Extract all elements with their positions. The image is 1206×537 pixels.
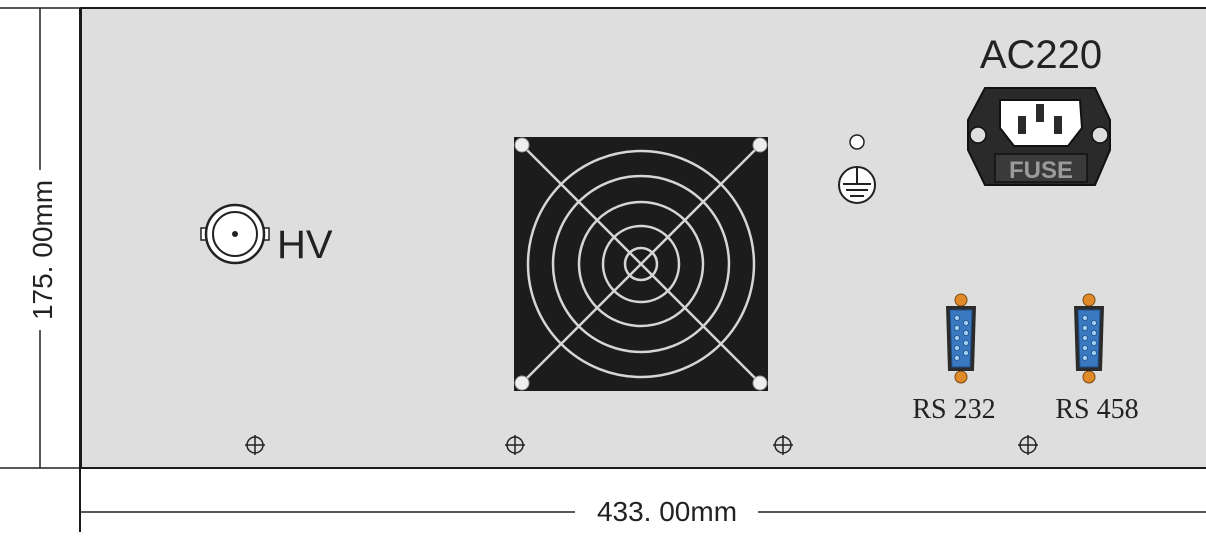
fuse-label: FUSE	[1009, 157, 1073, 184]
hv-bnc-connector	[200, 203, 270, 265]
rs458-label: RS 458	[1055, 394, 1138, 425]
ground-terminal	[849, 134, 865, 150]
mounting-screw-icon	[245, 435, 265, 455]
height-dimension-label: 175. 00mm	[27, 180, 58, 320]
ac220-label: AC220	[980, 33, 1102, 77]
db9-connector-rs232	[946, 293, 976, 384]
fan-screw-hole	[514, 137, 530, 153]
iec-power-inlet	[967, 87, 1111, 186]
hv-label: HV	[277, 223, 333, 267]
height-dimension: 175. 00mm	[0, 7, 80, 469]
mounting-screw-icon	[505, 435, 525, 455]
fan-screw-hole	[752, 137, 768, 153]
width-dimension-label: 433. 00mm	[597, 496, 737, 527]
fan-screw-hole	[752, 375, 768, 391]
ground-symbol-icon	[838, 166, 876, 204]
mounting-screw-icon	[773, 435, 793, 455]
cooling-fan	[514, 137, 768, 391]
mounting-screw-icon	[1018, 435, 1038, 455]
inlet-mounting-hole	[1091, 126, 1109, 144]
rs232-label: RS 232	[912, 394, 995, 425]
db9-connector-rs458	[1074, 293, 1104, 384]
width-dimension: 433. 00mm	[80, 496, 1206, 527]
inlet-mounting-hole	[969, 126, 987, 144]
fan-screw-hole	[514, 375, 530, 391]
